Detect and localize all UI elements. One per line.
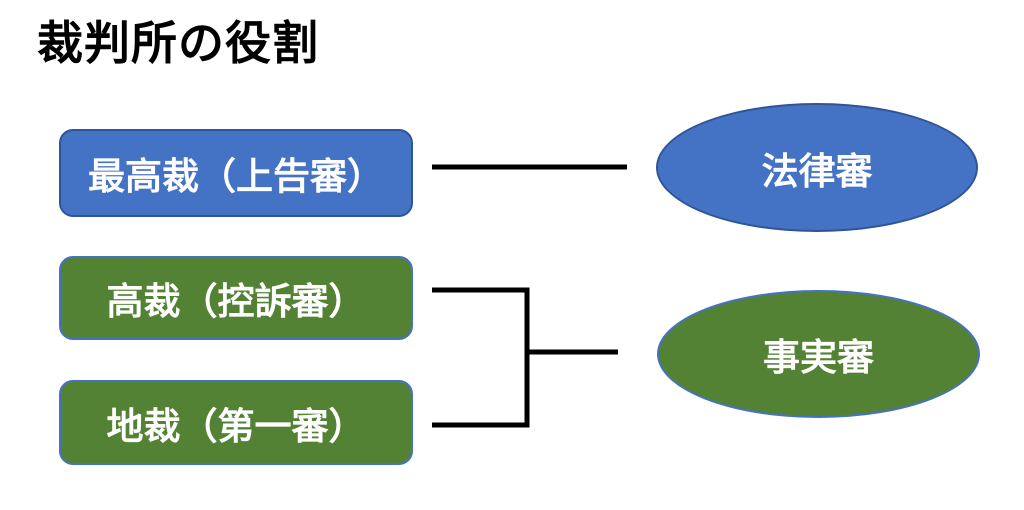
node-high-court: 高裁（控訴審）: [59, 256, 413, 340]
page-title: 裁判所の役割: [37, 17, 319, 69]
node-district-court-label: 地裁（第一審）: [106, 405, 366, 447]
node-fact-review: 事実審: [657, 290, 980, 418]
node-supreme-court-label: 最高裁（上告審）: [88, 156, 384, 197]
node-supreme-court: 最高裁（上告審）: [59, 129, 413, 217]
node-law-review-label: 法律審: [761, 150, 873, 192]
node-fact-review-label: 事実審: [763, 337, 874, 378]
node-high-court-label: 高裁（控訴審）: [106, 281, 366, 322]
node-district-court: 地裁（第一審）: [59, 380, 413, 465]
node-law-review: 法律審: [656, 103, 978, 232]
